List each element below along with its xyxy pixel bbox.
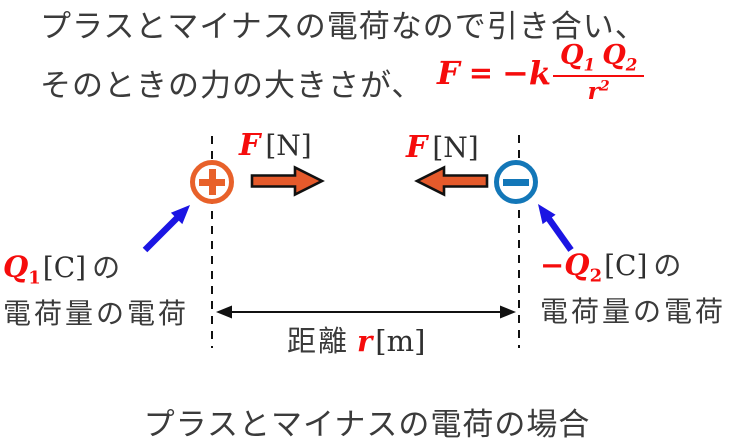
charge-label-right: −Q2[C]の 電荷量の電荷 bbox=[540, 244, 726, 330]
force-unit: [N] bbox=[432, 131, 479, 164]
formula-Q2-sub: 2 bbox=[625, 54, 638, 75]
pointer-arrow-right-icon bbox=[538, 204, 574, 252]
formula-denominator: r2 bbox=[553, 77, 644, 105]
charge-label-left: Q1[C]の 電荷量の電荷 bbox=[3, 246, 189, 332]
force-F: F bbox=[239, 128, 261, 163]
caption-title: プラスとマイナスの電荷の場合 bbox=[138, 399, 597, 448]
formula-equals: = bbox=[468, 55, 494, 90]
force-F: F bbox=[406, 130, 428, 165]
positive-charge bbox=[190, 160, 234, 204]
formula-minus-k: −k bbox=[502, 53, 552, 92]
negative-charge bbox=[494, 160, 538, 204]
q1-subscript: 1 bbox=[28, 267, 41, 289]
q2-symbol: −Q bbox=[540, 248, 590, 282]
q2-description: 電荷量の電荷 bbox=[540, 295, 727, 327]
force-unit: [N] bbox=[265, 129, 312, 162]
formula-Q2: Q bbox=[602, 40, 626, 71]
q1-description: 電荷量の電荷 bbox=[3, 297, 190, 329]
q1-unit: [C] bbox=[42, 251, 87, 284]
q2-unit: [C] bbox=[604, 249, 648, 282]
distance-r: r bbox=[357, 324, 373, 358]
distance-unit: [m] bbox=[375, 324, 426, 358]
force-label-right: F [N] bbox=[406, 130, 479, 165]
force-arrow-right-icon bbox=[250, 165, 325, 197]
force-label-left: F [N] bbox=[239, 128, 312, 163]
formula-Q1-sub: 1 bbox=[583, 54, 596, 75]
q2-subscript: 2 bbox=[589, 265, 603, 287]
dashed-line-left bbox=[211, 136, 213, 348]
distance-arrow-icon bbox=[216, 305, 516, 319]
header-line-1: プラスとマイナスの電荷なので引き合い、 bbox=[40, 9, 647, 44]
minus-icon bbox=[503, 178, 529, 186]
dashed-line-right bbox=[518, 135, 520, 348]
formula-r: r bbox=[587, 78, 600, 106]
distance-word: 距離 bbox=[287, 326, 350, 358]
formula-Q1: Q bbox=[560, 40, 584, 71]
q2-particle: の bbox=[653, 250, 682, 281]
formula-r-sup: 2 bbox=[599, 78, 610, 95]
q1-symbol: Q bbox=[3, 250, 29, 284]
pointer-arrow-left-icon bbox=[142, 205, 190, 253]
formula-F: F bbox=[437, 53, 460, 92]
caption-row: プラスとマイナスの電荷の場合 bbox=[0, 399, 734, 448]
plus-icon bbox=[208, 169, 216, 195]
header-line-2: そのときの力の大きさが、 bbox=[40, 68, 424, 103]
force-arrow-left-icon bbox=[414, 165, 489, 197]
q1-particle: の bbox=[92, 252, 121, 283]
